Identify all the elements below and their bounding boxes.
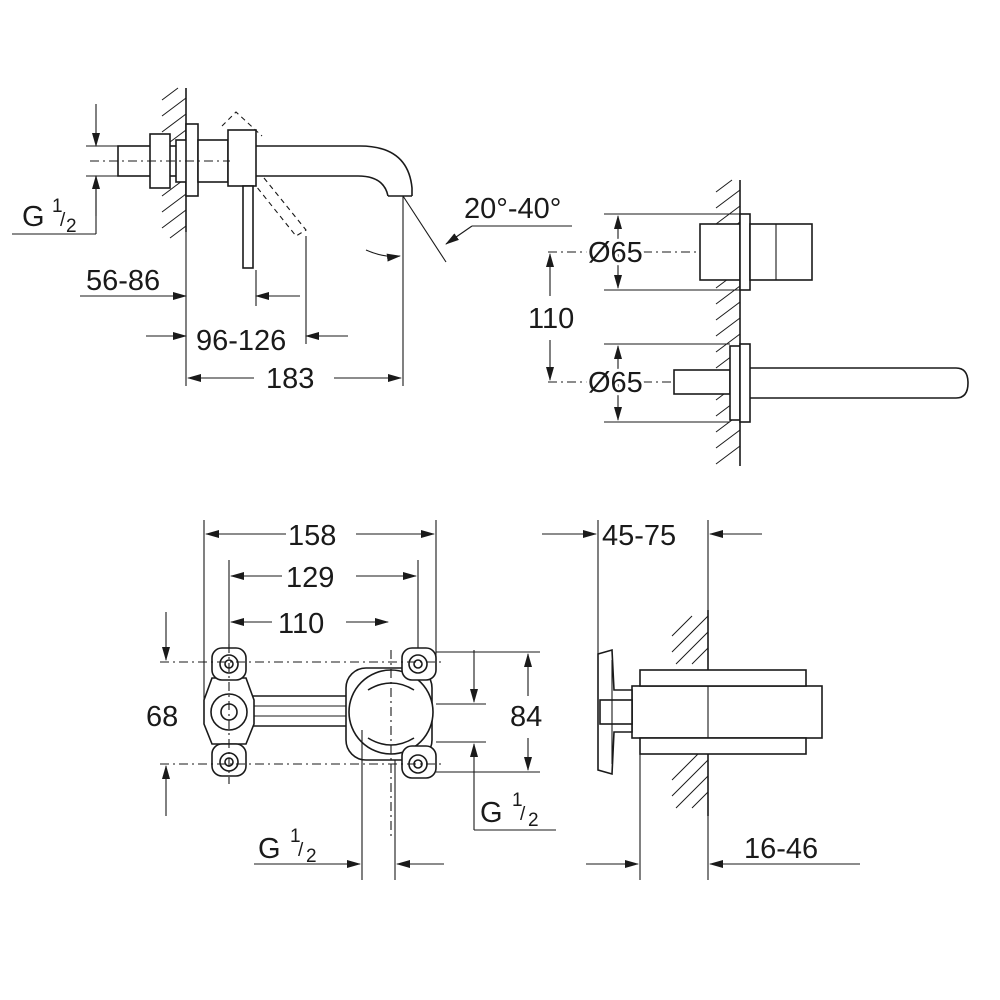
dim-spacing-label: 110 <box>528 303 574 335</box>
dim-mid-label: 129 <box>286 562 334 594</box>
lever-tilted-outline <box>221 111 307 237</box>
dim-wall-label: 56-86 <box>86 265 160 297</box>
thread-num: 1 <box>52 196 63 217</box>
thread-slash: / <box>60 210 66 231</box>
diameter-bottom-label: Ø65 <box>588 367 643 399</box>
side-view: G 1 / 2 56-86 96-126 183 20°-40° <box>12 87 572 395</box>
thread-right-den: 2 <box>528 810 539 831</box>
thread-bottom-num: 1 <box>290 826 301 847</box>
angle-label: 20°-40° <box>464 193 561 225</box>
angle-line <box>402 195 447 263</box>
side-wall-hatching <box>671 615 709 809</box>
dim-depth-label: 45-75 <box>602 520 676 552</box>
concealed-body-side-view: 45-75 16-46 <box>542 520 860 880</box>
dim-width-label: 158 <box>288 520 336 552</box>
spout-upper <box>228 145 413 196</box>
mounting-lug-tr <box>401 647 437 681</box>
dim-wall-depth-label: 16-46 <box>744 833 818 865</box>
thread-den: 2 <box>66 216 77 237</box>
mounting-lug-br <box>401 745 437 779</box>
front-wall-hatching <box>715 179 741 465</box>
angle-arc <box>365 249 401 262</box>
handle-sleeve <box>699 223 741 281</box>
thread-right-slash: / <box>520 804 526 825</box>
concealed-body-view: 158 129 110 <box>146 520 556 880</box>
diameter-top-label: Ø65 <box>588 237 643 269</box>
thread-bottom-g: G <box>258 833 281 865</box>
lever-handle <box>242 185 254 269</box>
thread-bottom-den: 2 <box>306 846 317 867</box>
thread-right-num: 1 <box>512 790 523 811</box>
spout-rosette-back <box>729 345 741 421</box>
spout-front <box>750 367 969 399</box>
side-body-bottom <box>639 737 807 755</box>
spout-rosette <box>739 343 751 423</box>
thread-bottom-slash: / <box>298 840 304 861</box>
side-body-block <box>631 685 823 739</box>
dim-center-label: 110 <box>278 608 324 640</box>
handle-rosette <box>739 213 751 291</box>
thread-g-label: G <box>22 201 45 233</box>
dim-total-label: 183 <box>266 363 314 395</box>
dim-left-height-label: 68 <box>146 701 178 733</box>
thread-right-g: G <box>480 797 503 829</box>
dim-right-height-label: 84 <box>510 701 542 733</box>
dim-lever-label: 96-126 <box>196 325 286 357</box>
spout-lower <box>228 175 389 197</box>
side-inlet <box>599 699 633 725</box>
body-rail <box>239 695 351 727</box>
side-body-top <box>639 669 807 687</box>
lever-body <box>227 129 257 187</box>
handle-knob <box>749 223 813 281</box>
wall-rosette <box>185 123 199 197</box>
spout-connector <box>673 369 731 395</box>
front-view: Ø65 Ø65 110 <box>528 179 969 466</box>
